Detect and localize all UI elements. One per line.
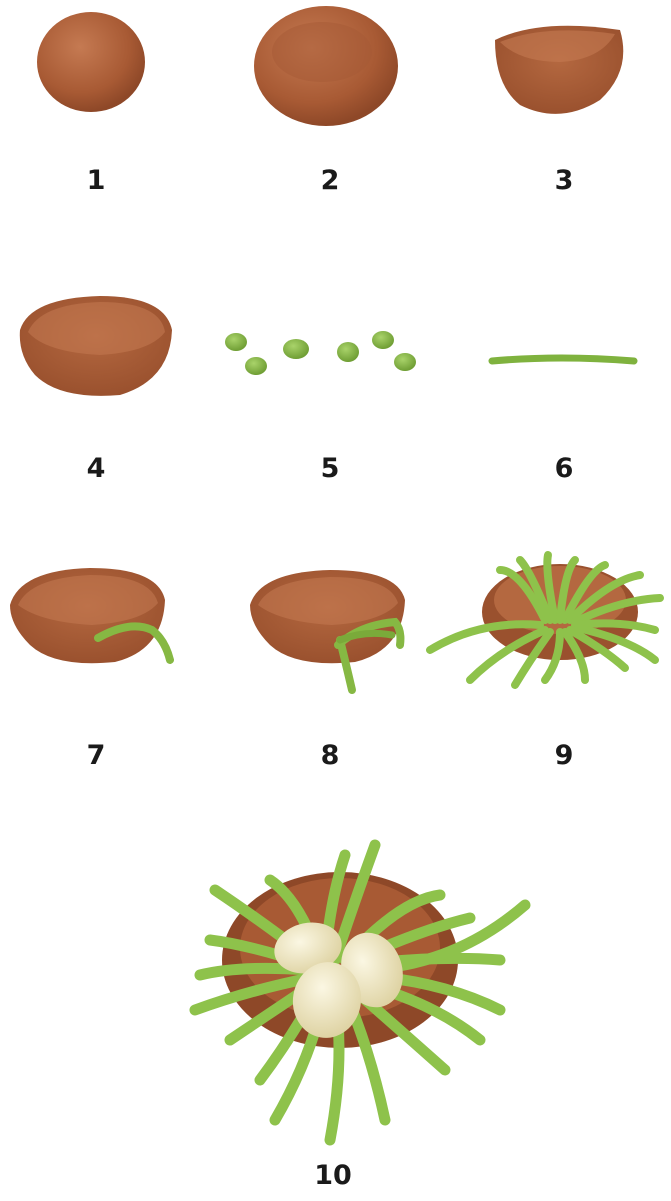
step-9-nest [430,555,660,685]
step-number-9: 9 [524,742,604,769]
step-2-clay-disc [254,6,398,126]
step-number-1: 1 [56,167,136,194]
step-number-6: 6 [524,455,604,482]
step-number-5: 5 [290,455,370,482]
step-number-3: 3 [524,167,604,194]
step-number-7: 7 [56,742,136,769]
step-7-bowl-one-rope [10,568,170,663]
step-number-4: 4 [56,455,136,482]
step-3-clay-bowl [495,26,623,114]
step-number-2: 2 [290,167,370,194]
step-number-10: 10 [293,1162,373,1189]
step-8-bowl-ropes [250,570,405,690]
step-10-nest-with-eggs [195,845,525,1140]
step-5-green-balls [225,331,416,375]
step-4-clay-bowl-wide [20,296,172,396]
step-1-clay-ball [37,12,145,112]
step-6-green-rope [492,358,634,361]
step-number-8: 8 [290,742,370,769]
